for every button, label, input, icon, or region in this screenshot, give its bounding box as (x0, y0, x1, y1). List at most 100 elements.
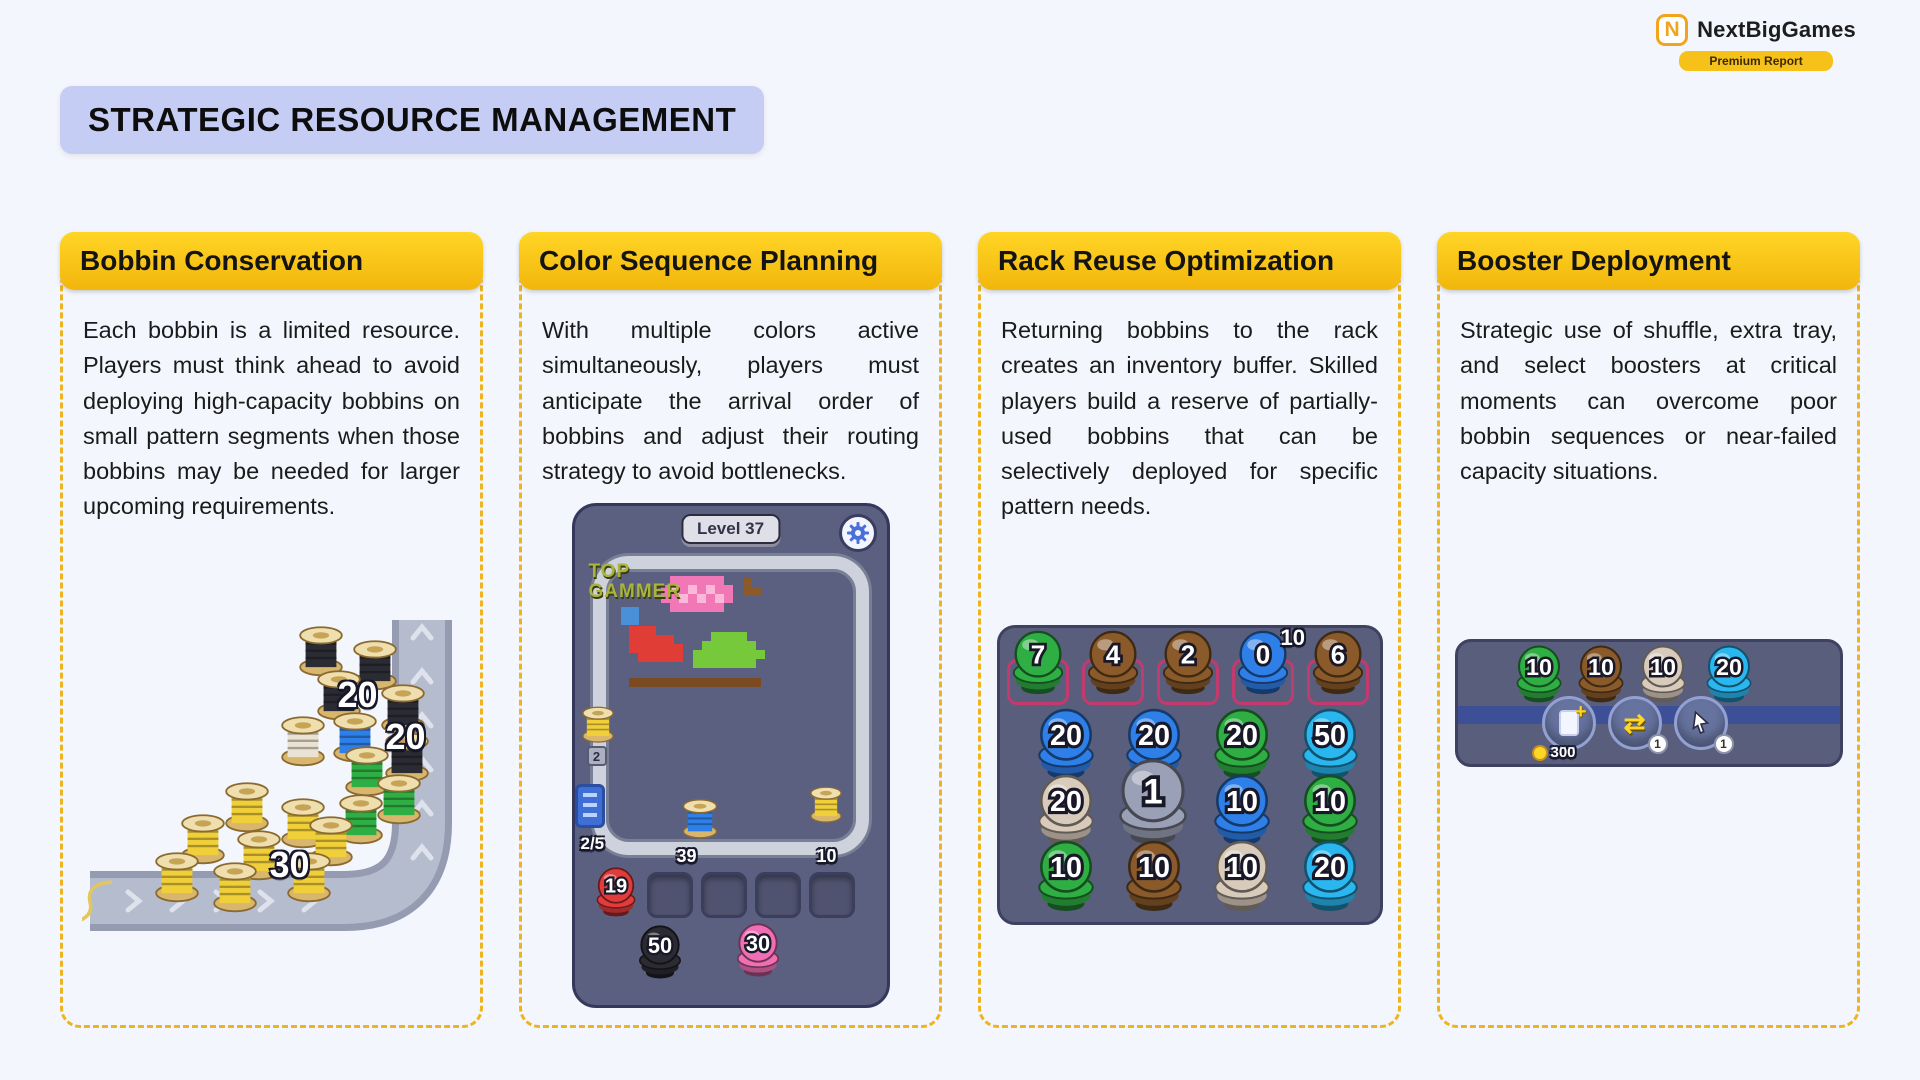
card-title-rack-reuse-optimization: Rack Reuse Optimization (978, 232, 1401, 290)
spool-black (346, 634, 404, 692)
spool-green (338, 740, 396, 798)
coin-amount: 300 (1550, 744, 1576, 762)
board-bobbin: 20 (1033, 773, 1099, 847)
queued-spool (577, 702, 619, 744)
spool-yellow (174, 808, 232, 866)
card-body-bobbin-conservation: Each bobbin is a limited resource. Playe… (60, 264, 483, 1028)
spool-yellow (218, 776, 276, 834)
card-title-booster-deployment: Booster Deployment (1437, 232, 1860, 290)
booster-bar-bg: 10 10 10 20 + ⇄ 300 1 1 (1454, 639, 1843, 768)
brand: N NextBigGames Premium Report (1656, 14, 1856, 71)
capacity-badge: 30 (269, 843, 310, 885)
booster-extra-tray-button: + (1541, 696, 1596, 751)
cards-row: Bobbin Conservation Each bobbin is a lim… (60, 232, 1860, 1028)
stitch-counter-left: 39 (676, 846, 697, 867)
svg-text:10: 10 (1588, 654, 1614, 680)
spool-green (370, 768, 428, 826)
booster-count-badge: 1 (1713, 734, 1734, 755)
svg-text:50: 50 (1314, 720, 1346, 752)
svg-text:20: 20 (1716, 654, 1742, 680)
svg-text:20: 20 (1314, 852, 1346, 884)
svg-text:10: 10 (1314, 786, 1346, 818)
svg-text:50: 50 (647, 933, 671, 958)
watermark-text: TOP GAMMER (588, 561, 682, 603)
svg-text:20: 20 (1226, 720, 1258, 752)
board-bobbin: 10 (1209, 839, 1275, 913)
pattern-green-blob (692, 632, 765, 669)
tray-bobbin: 30 (733, 922, 783, 978)
phone-screenshot-bg: Level 37 TOP GAMMER 2 2/5 39 10 19 (571, 503, 890, 1009)
card-body-color-sequence-planning: With multiple colors active simultaneous… (519, 264, 942, 1028)
svg-text:20: 20 (1138, 720, 1170, 752)
empty-slot (700, 872, 747, 919)
rack-bobbin: 7 (1008, 629, 1068, 696)
board-bobbin: 20 (1209, 707, 1275, 781)
bobbin-rack-image: 7 4 2 0 6 10 (996, 624, 1383, 925)
rack-bobbin: 6 (1308, 629, 1368, 696)
premium-report-badge: Premium Report (1679, 51, 1833, 71)
card-rack-reuse-optimization: Rack Reuse Optimization Returning bobbin… (978, 232, 1401, 1028)
pattern-pink-blob (660, 576, 733, 613)
svg-text:7: 7 (1030, 639, 1045, 669)
extra-tray-icon (1558, 710, 1579, 737)
svg-text:1: 1 (1143, 772, 1162, 811)
card-booster-deployment: Booster Deployment Strategic use of shuf… (1437, 232, 1860, 1028)
board-bobbin: 20 (1033, 707, 1099, 781)
pattern-red-blob (628, 626, 701, 663)
card-bobbin-conservation: Bobbin Conservation Each bobbin is a lim… (60, 232, 483, 1028)
board-bobbin: 1 (1113, 757, 1193, 847)
feeder-gate (574, 784, 605, 829)
waiting-spool (805, 782, 847, 824)
spool-yellow (206, 856, 264, 914)
card-text-booster-deployment: Strategic use of shuffle, extra tray, an… (1460, 317, 1837, 484)
card-body-booster-deployment: Strategic use of shuffle, extra tray, an… (1437, 264, 1860, 1028)
pattern-shelf (628, 678, 761, 688)
card-text-rack-reuse-optimization: Returning bobbins to the rack creates an… (1001, 317, 1378, 520)
svg-text:10: 10 (1526, 654, 1552, 680)
level-screenshot-image: Level 37 TOP GAMMER 2 2/5 39 10 19 (571, 503, 890, 1009)
board-bobbin: 50 (1297, 707, 1363, 781)
board-bobbin: 10 (1121, 839, 1187, 913)
booster-count-badge: 1 (1647, 734, 1668, 755)
coin-icon (1531, 744, 1548, 761)
shuffle-icon: ⇄ (1623, 707, 1646, 738)
spool-yellow (280, 846, 338, 904)
card-title-color-sequence-planning: Color Sequence Planning (519, 232, 942, 290)
tray-bobbin: 10 (1512, 644, 1566, 704)
spool-black (292, 620, 350, 678)
coin-cost: 300 (1531, 744, 1576, 762)
select-hand-icon (1691, 710, 1709, 735)
svg-text:19: 19 (604, 876, 626, 898)
svg-text:10: 10 (1226, 786, 1258, 818)
pattern-pink-dots (669, 585, 724, 604)
spool-black (378, 726, 436, 784)
plus-icon: + (1574, 701, 1587, 724)
progress-counter: 2/5 (580, 834, 605, 854)
svg-text:6: 6 (1330, 639, 1345, 669)
spool-green (332, 788, 390, 846)
svg-text:20: 20 (1050, 720, 1082, 752)
card-color-sequence-planning: Color Sequence Planning With multiple co… (519, 232, 942, 1028)
board-bobbin: 10 (1033, 839, 1099, 913)
card-title-bobbin-conservation: Bobbin Conservation (60, 232, 483, 290)
tray-bobbin: 20 (1702, 644, 1756, 704)
svg-text:4: 4 (1105, 639, 1120, 669)
capacity-label: 10 (1280, 624, 1305, 650)
stitch-counter-right: 10 (816, 846, 837, 867)
svg-text:0: 0 (1255, 639, 1270, 669)
board-bobbin: 10 (1297, 773, 1363, 847)
queue-count-box: 2 (586, 746, 607, 767)
tray-bobbin: 10 (1636, 644, 1690, 704)
empty-slot (754, 872, 801, 919)
board-bobbin: 20 (1297, 839, 1363, 913)
tray-bobbin: 10 (1574, 644, 1628, 704)
spool-cream (274, 710, 332, 768)
spool-black (374, 678, 432, 736)
svg-text:30: 30 (745, 931, 769, 956)
pattern-brown-piece (742, 578, 761, 597)
svg-text:10: 10 (1650, 654, 1676, 680)
svg-text:2: 2 (1180, 639, 1195, 669)
level-badge: Level 37 (680, 514, 781, 545)
booster-select-button (1673, 696, 1728, 751)
